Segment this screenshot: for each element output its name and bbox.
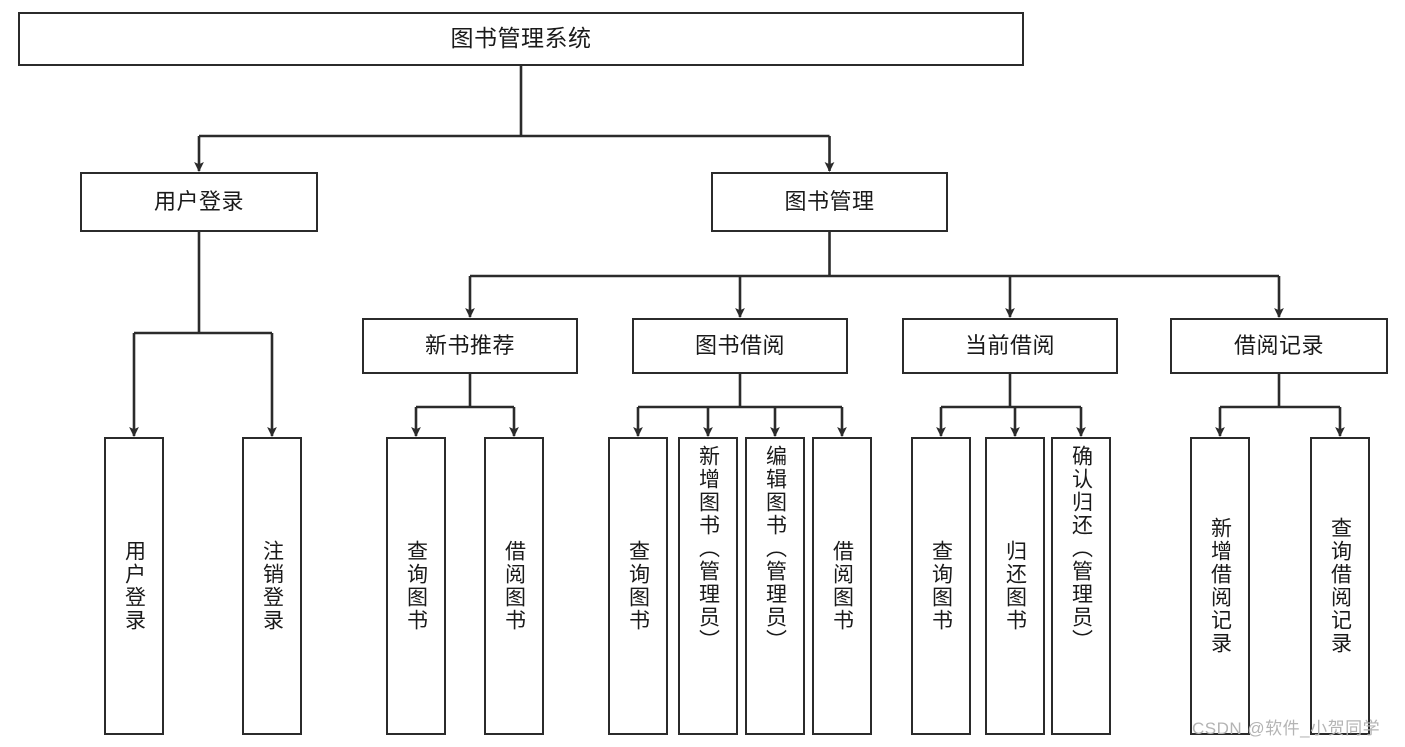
edge-group xyxy=(129,66,1345,437)
node-label: 新书推荐 xyxy=(424,333,515,359)
node-label: 借阅图书 xyxy=(830,540,854,632)
node-label: 图书管理系统 xyxy=(450,25,592,52)
node-label: 归还图书 xyxy=(1003,540,1027,632)
node-leaf-4[interactable]: 借阅图书 xyxy=(484,437,544,735)
node-label: 确认归还（管理员） xyxy=(1069,445,1093,652)
node-label: 新增借阅记录 xyxy=(1208,517,1232,655)
node-label: 查询借阅记录 xyxy=(1328,517,1352,655)
node-leaf-12[interactable]: 新增借阅记录 xyxy=(1190,437,1250,735)
node-leaf-9[interactable]: 查询图书 xyxy=(911,437,971,735)
node-leaf-7[interactable]: 编辑图书（管理员） xyxy=(745,437,805,735)
node-bookmgmt[interactable]: 图书管理 xyxy=(711,172,948,232)
node-leaf-8[interactable]: 借阅图书 xyxy=(812,437,872,735)
node-label: 图书管理 xyxy=(784,189,875,215)
node-leaf-13[interactable]: 查询借阅记录 xyxy=(1310,437,1370,735)
node-label: 用户登录 xyxy=(122,540,146,632)
node-label: 用户登录 xyxy=(153,189,244,215)
node-leaf-11[interactable]: 确认归还（管理员） xyxy=(1051,437,1111,735)
node-label: 编辑图书（管理员） xyxy=(763,445,787,652)
node-label: 注销登录 xyxy=(260,540,284,632)
node-label: 查询图书 xyxy=(404,540,428,632)
node-login[interactable]: 用户登录 xyxy=(80,172,318,232)
node-root[interactable]: 图书管理系统 xyxy=(18,12,1024,66)
node-leaf-10[interactable]: 归还图书 xyxy=(985,437,1045,735)
node-current[interactable]: 当前借阅 xyxy=(902,318,1118,374)
node-label: 当前借阅 xyxy=(964,333,1055,359)
node-label: 借阅记录 xyxy=(1233,333,1324,359)
node-label: 查询图书 xyxy=(929,540,953,632)
node-newbook[interactable]: 新书推荐 xyxy=(362,318,578,374)
node-label: 查询图书 xyxy=(626,540,650,632)
node-leaf-6[interactable]: 新增图书（管理员） xyxy=(678,437,738,735)
node-leaf-1[interactable]: 用户登录 xyxy=(104,437,164,735)
node-leaf-5[interactable]: 查询图书 xyxy=(608,437,668,735)
node-leaf-2[interactable]: 注销登录 xyxy=(242,437,302,735)
node-borrow[interactable]: 图书借阅 xyxy=(632,318,848,374)
node-records[interactable]: 借阅记录 xyxy=(1170,318,1388,374)
node-leaf-3[interactable]: 查询图书 xyxy=(386,437,446,735)
node-label: 图书借阅 xyxy=(694,333,785,359)
node-label: 新增图书（管理员） xyxy=(696,445,720,652)
node-label: 借阅图书 xyxy=(502,540,526,632)
